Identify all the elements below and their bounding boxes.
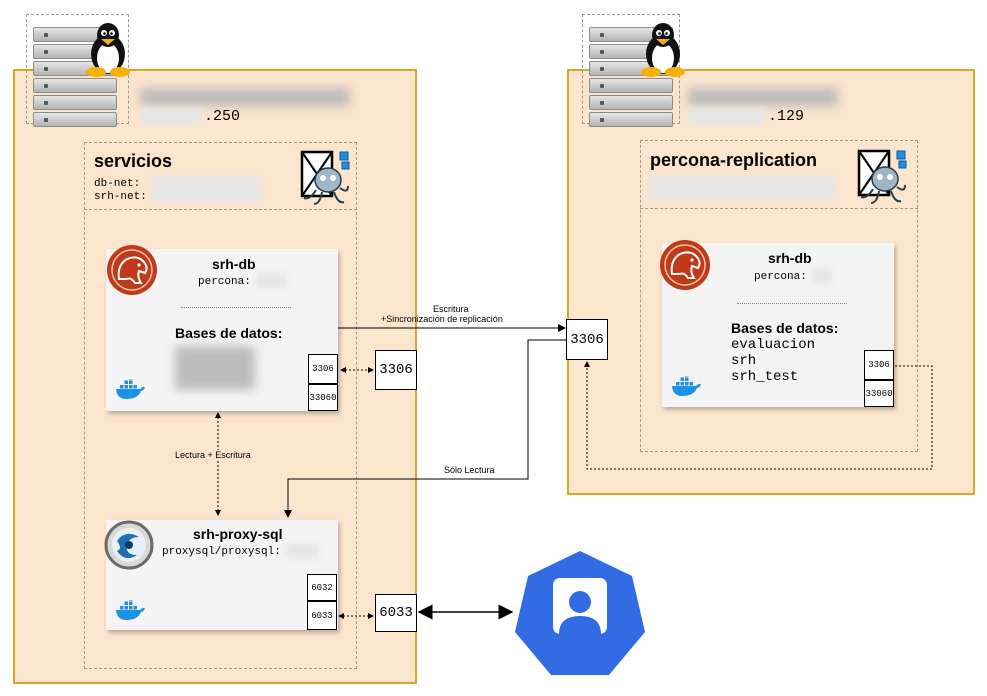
edge-label-write: Escritura bbox=[433, 304, 469, 314]
docker-icon bbox=[672, 376, 701, 396]
srh-db-left-port-33060: 33060 bbox=[308, 384, 338, 411]
srh-db-left-divider bbox=[181, 307, 291, 308]
exposed-port-db-left: 3306 bbox=[375, 350, 417, 390]
srh-proxy-sql-image: proxysql/proxysql: bbox=[162, 546, 281, 558]
host-right-ip-redacted bbox=[688, 88, 838, 106]
srh-proxy-sql-port-6032: 6032 bbox=[307, 574, 337, 601]
replication-header-divider bbox=[640, 208, 918, 209]
replication-net-redacted bbox=[648, 176, 836, 200]
host-right-ip: .129 bbox=[768, 108, 805, 125]
host-left-ip-redacted-2 bbox=[140, 108, 202, 124]
host-left-ip-redacted bbox=[140, 88, 350, 106]
servicios-header-divider bbox=[84, 209, 357, 210]
exposed-port-db-right: 3306 bbox=[566, 319, 608, 360]
srh-db-left-databases-redacted bbox=[175, 346, 255, 390]
srh-db-left-image: percona: bbox=[198, 276, 251, 288]
srh-db-right-database-srh: srh bbox=[731, 353, 757, 369]
edge-label-replication: +Sincronización de replicación bbox=[381, 314, 503, 324]
tux-icon bbox=[86, 23, 130, 77]
srh-db-right-bases-title: Bases de datos: bbox=[731, 320, 839, 336]
host-right-ip-redacted-2 bbox=[688, 108, 766, 124]
docker-icon bbox=[116, 600, 145, 620]
srh-proxy-sql-port-6033: 6033 bbox=[307, 601, 337, 630]
tux-icon bbox=[641, 23, 685, 77]
srh-db-left-title: srh-db bbox=[212, 256, 256, 272]
srh-db-right-image-tag-redacted bbox=[812, 269, 832, 283]
srh-db-left-image-tag-redacted bbox=[256, 274, 286, 288]
srh-db-right-image: percona: bbox=[754, 271, 807, 283]
edge-read-only bbox=[284, 339, 567, 518]
user-icon bbox=[515, 551, 645, 675]
servicios-net-redacted bbox=[150, 176, 262, 202]
srh-db-right-title: srh-db bbox=[768, 250, 812, 266]
host-left-ip: .250 bbox=[204, 108, 241, 125]
proxysql-icon bbox=[104, 520, 154, 570]
srh-db-right-port-3306: 3306 bbox=[864, 350, 894, 380]
docker-icon bbox=[116, 379, 145, 399]
percona-icon bbox=[107, 245, 157, 295]
servicios-title: servicios bbox=[94, 151, 173, 171]
edge-label-read-write: Lectura + Escritura bbox=[175, 450, 251, 460]
servicios-stack bbox=[84, 142, 357, 669]
srh-proxy-sql-image-tag-redacted bbox=[286, 544, 318, 558]
servicios-net-db: db-net: bbox=[94, 178, 141, 190]
replication-title: percona-replication bbox=[650, 150, 818, 170]
srh-db-right-database-srh-test: srh_test bbox=[731, 369, 799, 385]
srh-proxy-sql-title: srh-proxy-sql bbox=[193, 526, 283, 542]
srh-db-right-divider bbox=[737, 303, 847, 304]
srh-db-left-port-3306: 3306 bbox=[308, 354, 338, 384]
srh-db-right-database-evaluacion: evaluacion bbox=[731, 337, 816, 353]
docker-compose-icon bbox=[857, 149, 907, 204]
docker-compose-icon bbox=[300, 150, 350, 205]
edge-replication-loop bbox=[584, 361, 933, 470]
percona-icon bbox=[660, 240, 710, 290]
edge-label-read-only: Sólo Lectura bbox=[444, 465, 495, 475]
srh-db-left-bases-title: Bases de datos: bbox=[175, 325, 283, 341]
servicios-net-srh: srh-net: bbox=[94, 191, 147, 203]
exposed-port-proxy: 6033 bbox=[375, 594, 417, 632]
replication-stack bbox=[640, 140, 918, 452]
srh-db-right-port-33060: 33060 bbox=[864, 380, 894, 407]
